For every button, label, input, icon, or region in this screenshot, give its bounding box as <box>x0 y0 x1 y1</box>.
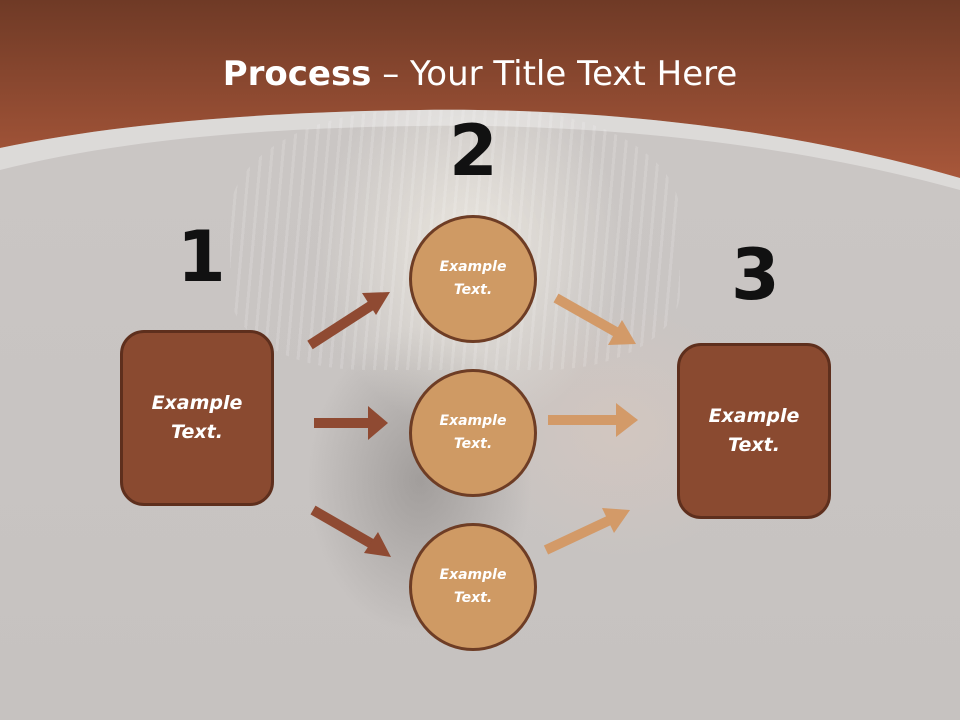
circle-top-text: Example Text. <box>439 259 507 298</box>
arrow-left-top <box>307 292 390 350</box>
title-rest: – Your Title Text Here <box>371 54 738 94</box>
arrow-left-middle <box>314 406 388 440</box>
arrow-right-top <box>553 293 636 345</box>
left-process-box: Example Text. <box>120 330 274 506</box>
left-box-text: Example Text. <box>151 392 243 443</box>
circle-middle-text: Example Text. <box>439 413 507 452</box>
step-number-2: 2 <box>449 110 498 192</box>
process-circle-bottom: Example Text. <box>409 523 537 651</box>
right-process-box: Example Text. <box>677 343 831 519</box>
slide-title: Process – Your Title Text Here <box>0 52 960 96</box>
right-box-text: Example Text. <box>708 405 800 456</box>
header-band <box>0 0 960 190</box>
title-bold: Process <box>222 54 372 94</box>
arrow-left-bottom <box>310 505 391 557</box>
process-circle-middle: Example Text. <box>409 369 537 497</box>
step-number-3: 3 <box>731 234 780 316</box>
arrow-right-middle <box>548 403 638 437</box>
arrow-right-bottom <box>543 508 630 555</box>
step-number-1: 1 <box>177 216 226 298</box>
circle-bottom-text: Example Text. <box>439 567 507 606</box>
process-circle-top: Example Text. <box>409 215 537 343</box>
